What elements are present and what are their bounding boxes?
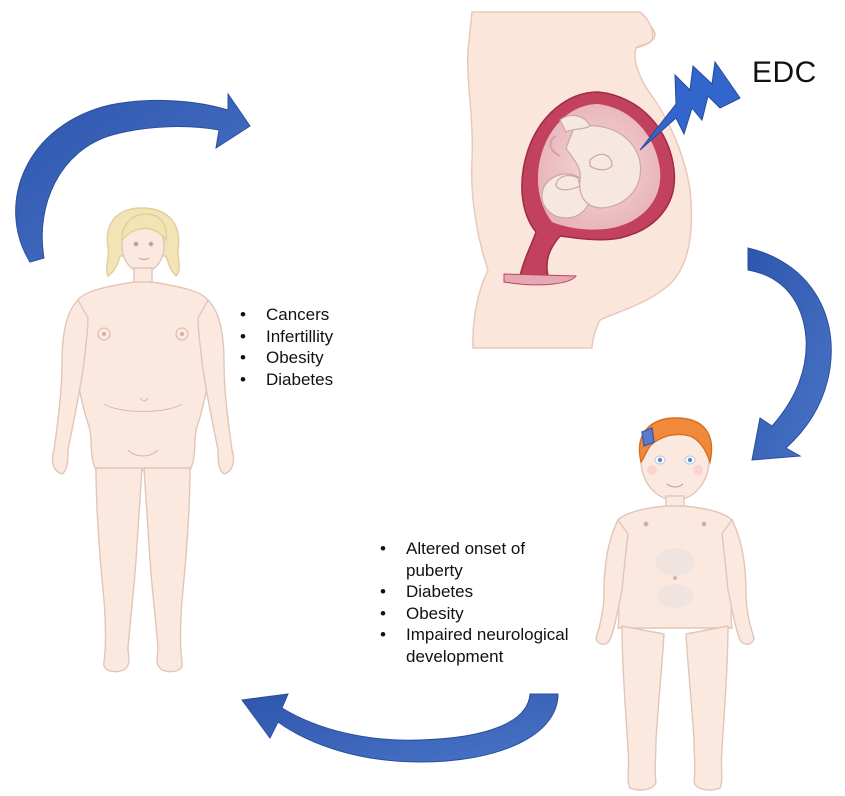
list-item: Obesity (378, 603, 578, 625)
list-item: Diabetes (378, 581, 578, 603)
child-effects-list: Altered onset of puberty Diabetes Obesit… (378, 538, 578, 667)
list-item: Altered onset of puberty (378, 538, 578, 581)
cycle-arrow-right (748, 248, 831, 460)
list-item: Cancers (238, 304, 333, 326)
list-item: Diabetes (238, 369, 333, 391)
list-item: Infertillity (238, 326, 333, 348)
cycle-arrow-bottom (242, 694, 558, 762)
adult-woman-illustration (52, 208, 233, 672)
list-item: Impaired neurological development (378, 624, 578, 667)
pregnant-body-illustration (468, 12, 692, 348)
adult-effects-list: Cancers Infertillity Obesity Diabetes (238, 304, 333, 390)
edc-label: EDC (752, 56, 817, 90)
list-item: Obesity (238, 347, 333, 369)
